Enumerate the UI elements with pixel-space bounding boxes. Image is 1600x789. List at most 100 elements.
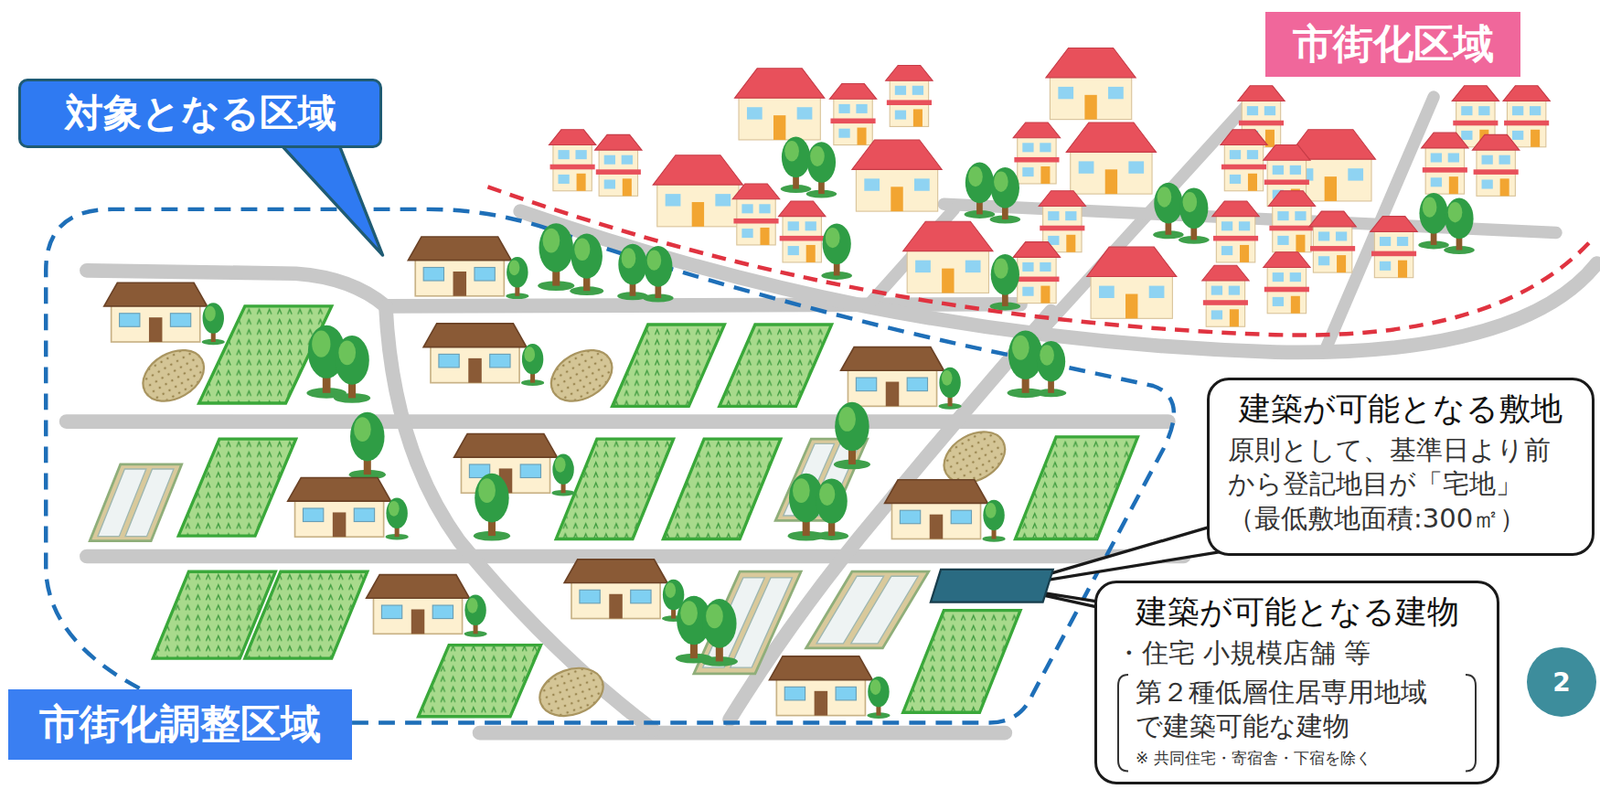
house xyxy=(885,64,933,127)
tree xyxy=(1035,341,1067,397)
house xyxy=(829,84,876,146)
house xyxy=(1202,265,1249,327)
bracket-line xyxy=(1118,674,1129,771)
callout-label: 対象となる区域 xyxy=(18,78,383,149)
house xyxy=(1263,252,1311,314)
tree xyxy=(806,141,837,198)
crop-field xyxy=(245,571,368,659)
tree xyxy=(866,676,890,719)
tree xyxy=(569,234,604,297)
garden-patch xyxy=(533,660,610,726)
house xyxy=(852,139,942,212)
tree xyxy=(938,367,962,410)
callout-box: 建築が可能となる敷地原則として、基準日より前 から登記地目が「宅地」 （最低敷地… xyxy=(1206,377,1595,556)
house xyxy=(564,559,668,619)
tree xyxy=(981,500,1005,543)
crop-field xyxy=(662,438,780,539)
page-number: 2 xyxy=(1526,647,1597,717)
tree xyxy=(1418,192,1449,249)
house xyxy=(841,347,945,407)
tree xyxy=(1443,198,1474,255)
house xyxy=(1309,211,1356,273)
zone-name: 市街化調整区域 xyxy=(39,700,321,749)
zone-label: 市街化調整区域 xyxy=(8,689,352,760)
footnote: ※ 共同住宅・寄宿舎・下宿を除く xyxy=(1135,747,1461,768)
bracket-line xyxy=(1465,674,1476,771)
tree xyxy=(617,244,648,300)
zone-name: 市街化区域 xyxy=(1292,20,1494,69)
crop-field xyxy=(719,324,832,406)
crop-field xyxy=(178,438,296,536)
house xyxy=(1421,132,1469,194)
tree xyxy=(642,245,673,302)
crop-field xyxy=(903,610,1021,714)
callout-heading: 建築が可能となる敷地 xyxy=(1227,389,1574,430)
bullet-item: ・住宅 小規模店舗 等 xyxy=(1115,636,1479,672)
tree xyxy=(701,598,738,667)
road xyxy=(66,414,1169,429)
house xyxy=(423,323,527,384)
tree xyxy=(333,335,371,404)
house xyxy=(1268,191,1315,253)
crop-field xyxy=(612,324,726,406)
farmland xyxy=(89,306,1138,725)
tree xyxy=(349,412,386,480)
house xyxy=(1013,242,1060,304)
crop-field xyxy=(555,438,673,539)
tree xyxy=(202,302,225,345)
tree xyxy=(821,223,852,279)
house xyxy=(885,480,989,540)
road xyxy=(480,725,1006,741)
zone-label: 市街化区域 xyxy=(1265,11,1521,77)
tree xyxy=(814,478,849,541)
tree xyxy=(537,223,575,291)
greenhouse-plot xyxy=(806,571,929,649)
garden-patch xyxy=(134,340,214,412)
building-site xyxy=(930,569,1054,603)
house xyxy=(903,221,993,293)
tree xyxy=(464,595,488,638)
tree xyxy=(385,498,409,541)
tree xyxy=(521,343,544,386)
house xyxy=(732,183,779,246)
house xyxy=(595,134,642,196)
tree xyxy=(990,254,1021,310)
tree xyxy=(473,473,511,542)
callout-title: 対象となる区域 xyxy=(64,90,337,137)
garden-patch xyxy=(542,340,621,412)
house xyxy=(366,575,470,635)
tree xyxy=(552,454,576,497)
tree xyxy=(780,137,811,193)
callout-tail xyxy=(275,138,383,256)
greenhouse-tunnel xyxy=(730,577,793,668)
house xyxy=(778,201,826,263)
house xyxy=(1066,122,1156,194)
house xyxy=(1045,47,1136,119)
house xyxy=(1087,246,1177,319)
urban-area-boundary xyxy=(487,186,1592,335)
house xyxy=(104,282,208,342)
house xyxy=(288,477,392,537)
house xyxy=(1472,134,1519,196)
tree xyxy=(505,256,529,299)
greenhouse-plot xyxy=(89,464,182,542)
page-number-text: 2 xyxy=(1552,667,1570,698)
callout-box: 建築が可能となる建物・住宅 小規模店舗 等第２種低層住居専用地域 で建築可能な建… xyxy=(1094,580,1500,785)
house xyxy=(1370,216,1418,278)
tree xyxy=(990,167,1021,224)
house xyxy=(1013,122,1060,184)
bracket-text: 第２種低層住居専用地域 で建築可能な建物 xyxy=(1135,675,1461,745)
callout-heading: 建築が可能となる建物 xyxy=(1115,592,1479,633)
crop-field xyxy=(1014,437,1138,540)
tree xyxy=(964,162,995,219)
greenhouse-tunnel xyxy=(125,469,174,537)
tree xyxy=(833,402,871,470)
tree xyxy=(1152,182,1184,239)
tree xyxy=(1178,187,1209,244)
house xyxy=(769,656,874,716)
crop-field xyxy=(418,645,542,717)
target-area-boundary xyxy=(45,209,1174,724)
house xyxy=(407,236,512,297)
